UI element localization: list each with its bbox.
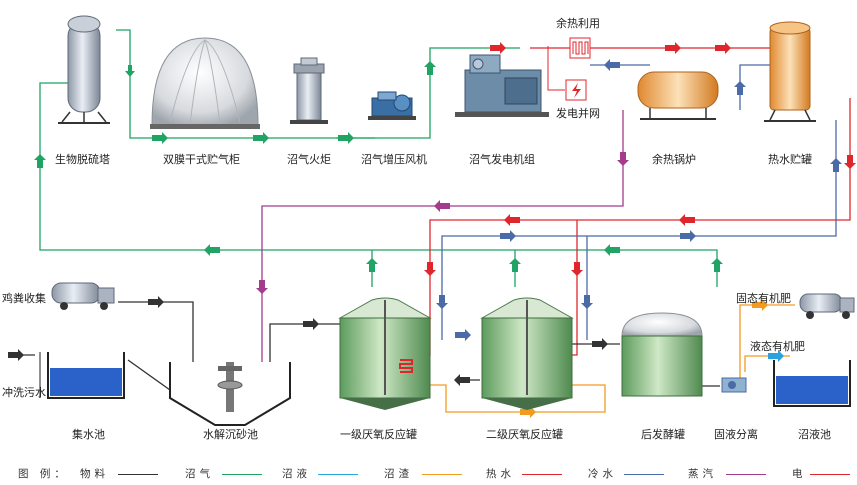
- hot-water-tank: [764, 21, 816, 122]
- slurry-pool: [773, 360, 851, 407]
- legend-biogas-label: 沼气: [185, 468, 214, 480]
- legend-biogas-line: [222, 474, 262, 475]
- gas-holder-dome: [150, 37, 260, 129]
- digester-2: [480, 297, 574, 410]
- label-hydrolysis-tank: 水解沉砂池: [203, 428, 258, 441]
- flare-stack: [290, 57, 328, 124]
- label-digester-1: 一级厌氧反应罐: [340, 428, 417, 441]
- label-grid: 发电并网: [556, 107, 600, 120]
- heat-recovery-coil: [569, 37, 591, 59]
- label-manure-collection: 鸡粪收集: [2, 292, 46, 305]
- legend-residue-label: 沼渣: [384, 468, 413, 480]
- label-flush-water: 冲洗污水: [2, 386, 46, 399]
- flow-arrows: [8, 42, 856, 418]
- label-waste-heat-boiler: 余热锅炉: [652, 153, 696, 166]
- legend-material-line: [118, 474, 158, 475]
- collection-pool: [39, 352, 125, 399]
- generator-set: [455, 54, 549, 117]
- label-slurry-pool: 沼液池: [798, 428, 831, 441]
- label-hot-water-tank: 热水贮罐: [768, 153, 812, 166]
- hydrolysis-grit-tank: [169, 362, 291, 426]
- booster-fan: [368, 91, 416, 120]
- label-collection-pool: 集水池: [72, 428, 105, 441]
- legend-steam-line: [726, 474, 766, 475]
- label-digester-2: 二级厌氧反应罐: [486, 428, 563, 441]
- fertilizer-truck: [799, 293, 855, 319]
- legend-cold-water-line: [624, 474, 664, 475]
- label-solid-fertilizer: 固态有机肥: [736, 292, 791, 305]
- desulfurizer-tower: [58, 15, 110, 124]
- legend-electric-label: 电: [792, 468, 807, 480]
- post-fermenter: [621, 312, 703, 397]
- legend-electric-line: [810, 474, 850, 475]
- legend: 图 例： 物料 沼气 沼液 沼渣 热水 冷水 蒸汽 电: [0, 466, 857, 485]
- label-booster-fan: 沼气增压风机: [361, 153, 427, 166]
- label-heat-recovery: 余热利用: [556, 17, 600, 30]
- legend-hot-water-line: [522, 474, 562, 475]
- label-flare: 沼气火炬: [287, 153, 331, 166]
- legend-slurry-line: [318, 474, 358, 475]
- grid-power-icon: [565, 79, 587, 101]
- legend-title: 图 例：: [18, 468, 69, 480]
- label-liquid-fertilizer: 液态有机肥: [750, 340, 805, 353]
- label-post-fermenter: 后发酵罐: [641, 428, 685, 441]
- digestate-pipes: [420, 304, 795, 413]
- label-desulfurizer: 生物脱硫塔: [55, 153, 110, 166]
- legend-slurry-label: 沼液: [282, 468, 311, 480]
- legend-residue-line: [422, 474, 462, 475]
- digester-1: [338, 297, 432, 410]
- label-generator-set: 沼气发电机组: [469, 153, 535, 166]
- solid-liquid-separator: [721, 377, 747, 393]
- waste-heat-boiler: [637, 71, 719, 120]
- legend-cold-water-label: 冷水: [588, 468, 617, 480]
- electric-lines: [547, 46, 565, 91]
- legend-steam-label: 蒸汽: [688, 468, 717, 480]
- legend-hot-water-label: 热水: [486, 468, 515, 480]
- label-separator: 固液分离: [714, 428, 758, 441]
- manure-truck: [51, 282, 115, 310]
- label-gas-holder: 双膜干式贮气柜: [163, 153, 240, 166]
- legend-material-label: 物料: [80, 468, 109, 480]
